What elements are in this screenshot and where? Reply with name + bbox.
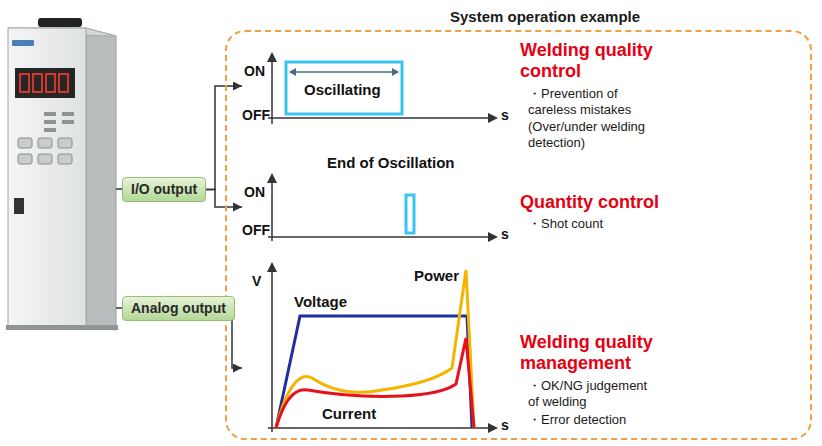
curve-label: Power — [414, 268, 459, 285]
controller-illustration — [0, 0, 125, 346]
axis-unit: s — [501, 227, 509, 242]
curve-label: Voltage — [294, 294, 347, 311]
housing-base — [6, 325, 118, 330]
waveform-chart: V Voltage PowerCurrent s — [242, 258, 515, 436]
axis-head — [267, 262, 277, 272]
pulse-label: Oscillating — [304, 82, 381, 99]
axis-head — [488, 113, 498, 123]
function-heading: Welding quality control — [520, 40, 690, 81]
end-pulse — [406, 195, 414, 233]
output-box: I/O output — [122, 177, 206, 202]
logo-mark — [12, 40, 34, 46]
function-note: ・Shot count — [528, 216, 603, 232]
housing-side — [86, 28, 116, 330]
duration-arrow — [294, 71, 394, 73]
output-box: Analog output — [122, 296, 235, 321]
voltage-curve — [276, 316, 472, 428]
box-label: I/O output — [131, 181, 197, 198]
duration-arrow-heads — [289, 68, 399, 76]
power-switch — [14, 198, 24, 214]
region-title: System operation example — [450, 8, 640, 25]
power-curve — [276, 270, 474, 428]
x-axis — [268, 427, 492, 429]
curve-label: Current — [322, 406, 376, 423]
carry-handle — [38, 18, 82, 27]
axis-unit: V — [252, 274, 261, 289]
pulse-label: End of Oscillation — [327, 155, 455, 172]
function-note: ・Error detection — [528, 412, 626, 428]
function-heading: Welding quality management — [520, 332, 690, 373]
x-axis — [268, 236, 492, 238]
axis-unit: s — [501, 108, 509, 123]
chart-axes — [242, 258, 515, 436]
axis-head — [267, 52, 277, 62]
function-note: ・OK/NG judgement of welding — [528, 378, 660, 411]
level-label: OFF — [242, 108, 270, 123]
axis-head — [267, 173, 277, 183]
level-label: ON — [244, 185, 265, 200]
axis-head — [488, 232, 498, 242]
y-axis — [271, 268, 273, 432]
control-buttons — [18, 138, 72, 164]
axis-head — [488, 423, 498, 433]
oscillation-pulse — [286, 62, 402, 114]
y-axis — [271, 56, 273, 124]
axis-unit: s — [501, 418, 509, 433]
housing-front — [8, 28, 86, 327]
function-note: ・Prevention of careless mistakes (Over/u… — [528, 86, 668, 151]
display-panel — [15, 68, 75, 98]
level-label: ON — [244, 64, 265, 79]
y-axis — [271, 177, 273, 241]
x-axis — [268, 117, 492, 119]
box-label: Analog output — [131, 300, 226, 317]
signal-chart: End of OscillationON OFF s — [242, 155, 515, 243]
indicator-lamps — [44, 112, 74, 132]
display-digits — [20, 74, 68, 92]
level-label: OFF — [242, 223, 270, 238]
current-curve — [276, 338, 474, 428]
signal-chart: ON OFF Oscillating s — [242, 48, 515, 128]
example-region: System operation exampleONOFFOscillating… — [225, 30, 812, 440]
function-heading: Quantity control — [520, 192, 659, 213]
